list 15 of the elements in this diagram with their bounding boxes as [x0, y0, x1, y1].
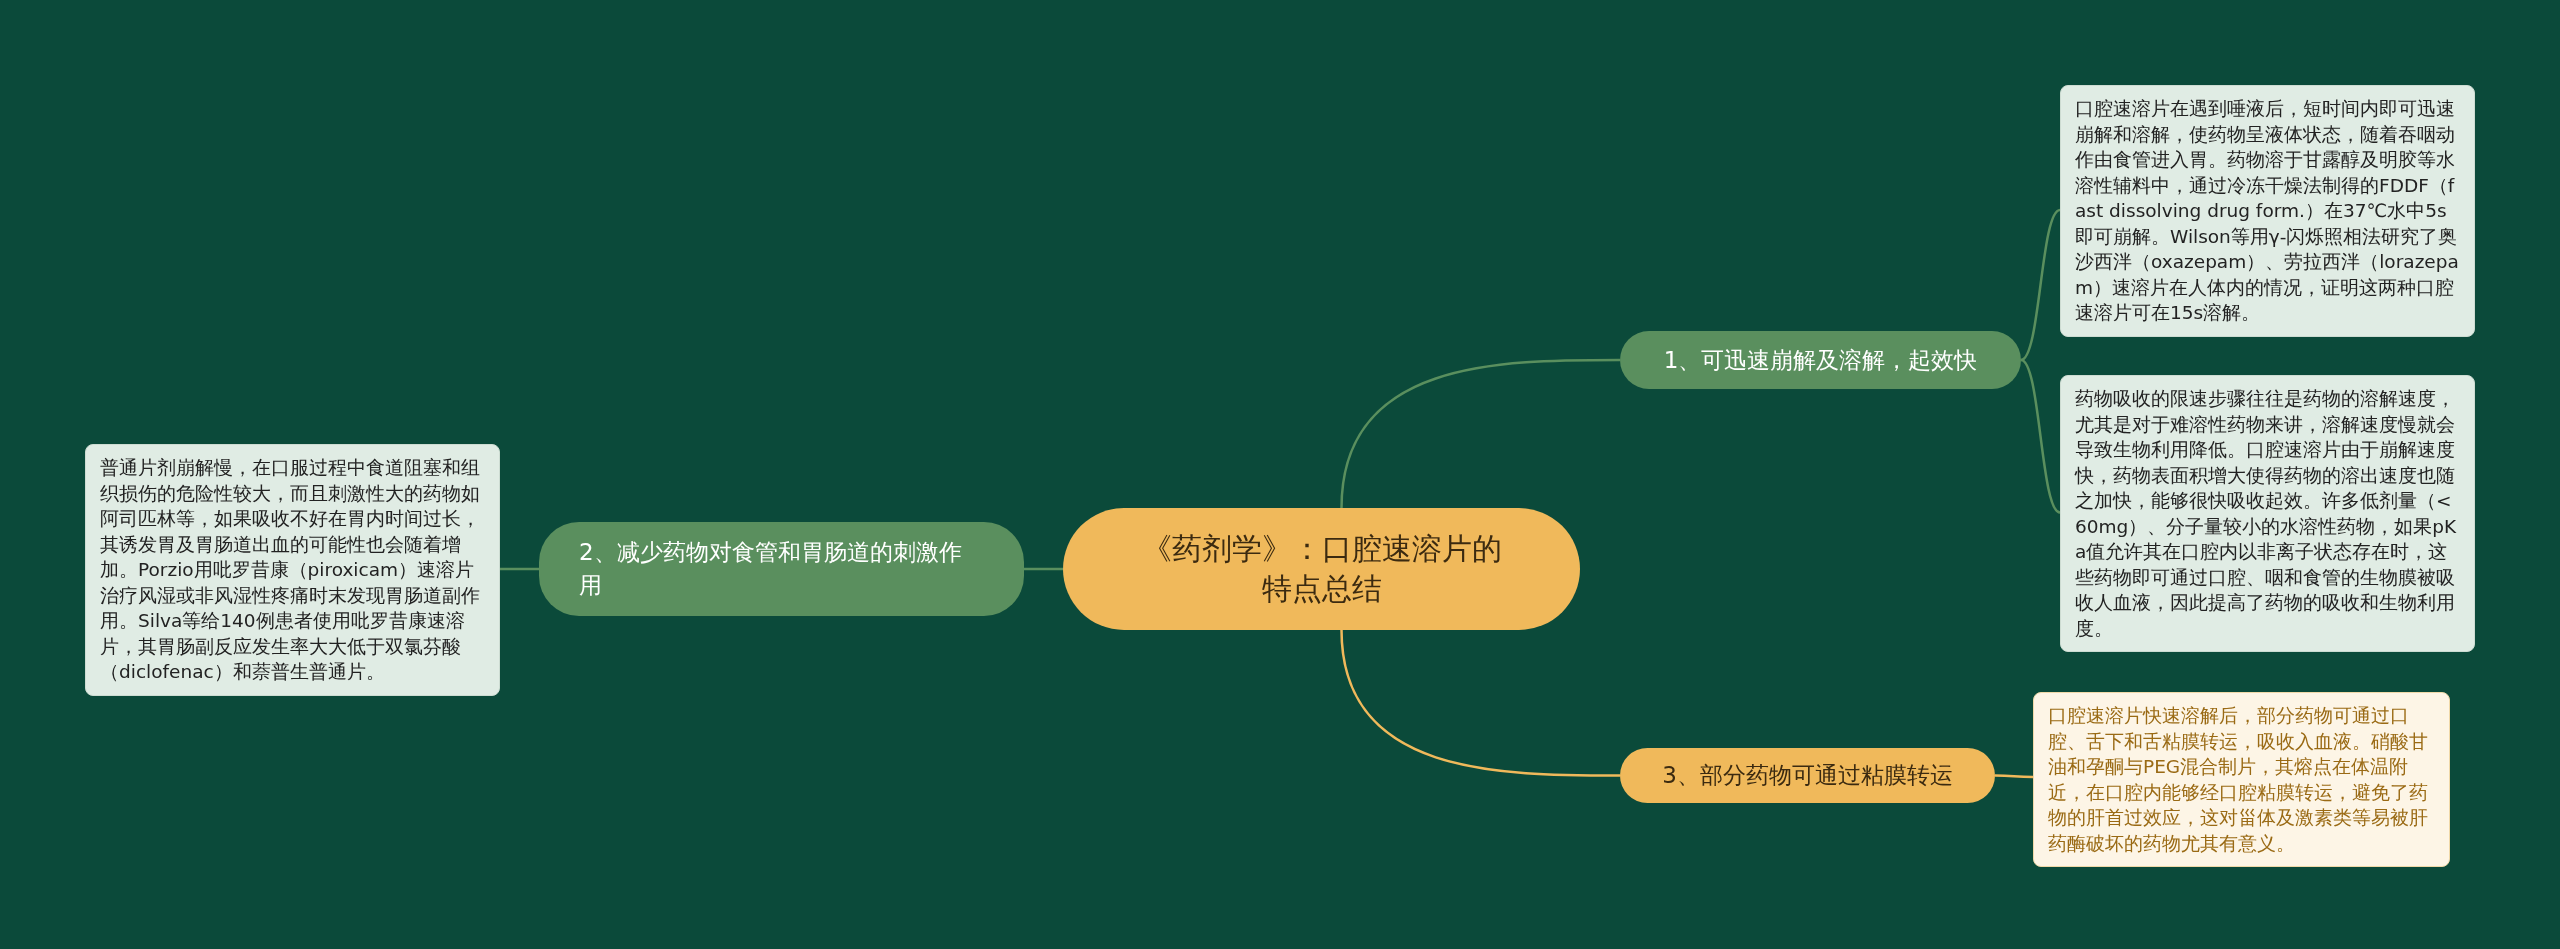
connector-line: [2020, 358, 2061, 514]
note-box: 普通片剂崩解慢，在口服过程中食道阻塞和组织损伤的危险性较大，而且刺激性大的药物如阿司匹林等，如果吸收不好在胃内时间过长，其诱发胃及胃肠道出血的可能性也会随着增加。Porzio用吡罗昔康（piroxicam）速溶片治疗风湿或非风湿性疼痛时末发现胃肠道副作用。Silva等给140例患者使用吡罗昔康速溶片，其胃肠副反应发生率大大低于双氯芬酸（diclofenac）和萘普生普通片。: [85, 444, 500, 696]
note-box: 口腔速溶片在遇到唾液后，短时间内即可迅速崩解和溶解，使药物呈液体状态，随着吞咽动作由食管进入胃。药物溶于甘露醇及明胶等水溶性辅料中，通过冷冻干燥法制得的FDDF（fast dissolving drug form.）在37℃水中5s即可崩解。Wilson等用γ-闪烁照相法研究了奥沙西泮（oxazepam）、劳拉西泮（lorazepam）速溶片在人体内的情况，证明这两种口腔速溶片可在15s溶解。: [2060, 85, 2475, 337]
note-box: 药物吸收的限速步骤往往是药物的溶解速度，尤其是对于难溶性药物来讲，溶解速度慢就会导致生物利用降低。口腔速溶片由于崩解速度快，药物表面积增大使得药物的溶出速度也随之加快，能够很快吸收起效。许多低剂量（<60mg）、分子量较小的水溶性药物，如果pKa值允许其在口腔内以非离子状态存在时，这些药物即可通过口腔、咽和食管的生物膜被吸收人血液，因此提高了药物的吸收和生物利用度。: [2060, 375, 2475, 653]
center-box: 《药剂学》：口腔速溶片的特点总结: [1063, 508, 1580, 630]
connector-line: [1340, 629, 1620, 777]
branch-box: 1、可迅速崩解及溶解，起效快: [1620, 331, 2021, 389]
note-box: 口腔速溶片快速溶解后，部分药物可通过口腔、舌下和舌粘膜转运，吸收入血液。硝酸甘油和孕酮与PEG混合制片，其熔点在体温附近，在口腔内能够经口腔粘膜转运，避免了药物的肝首过效应，这对甾体及激素类等易被肝药酶破坏的药物尤其有意义。: [2033, 692, 2450, 868]
connector-line: [1024, 567, 1063, 571]
connector-line: [500, 567, 539, 571]
branch-box: 2、减少药物对食管和胃肠道的刺激作用: [539, 522, 1024, 616]
connector-line: [1995, 774, 2033, 779]
connector-line: [2020, 208, 2061, 362]
connector-line: [1340, 358, 1620, 509]
branch-box: 3、部分药物可通过粘膜转运: [1620, 748, 1995, 803]
